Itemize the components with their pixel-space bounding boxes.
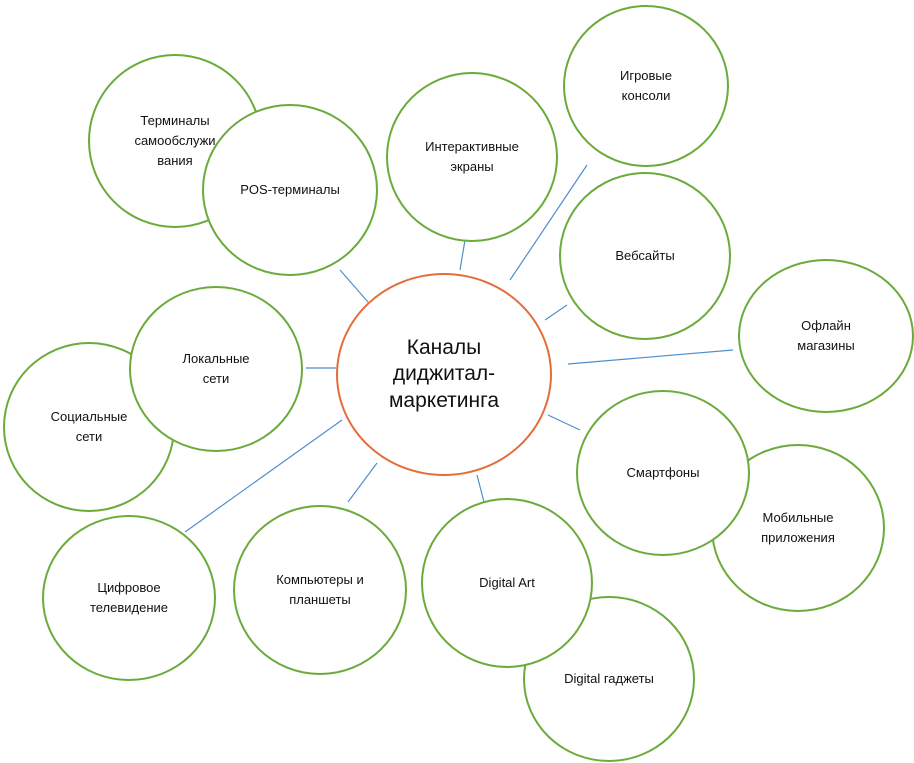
node-smartphones-label: Смартфоны — [626, 464, 700, 480]
connector-consoles — [509, 164, 588, 281]
center-node-label: Каналы диджитал- маркетинга — [388, 336, 500, 412]
node-local: Локальные сети — [129, 286, 303, 452]
node-offline: Офлайн магазины — [738, 259, 914, 413]
node-pos-label: POS-терминалы — [240, 181, 340, 197]
connector-computers — [347, 462, 378, 503]
node-terminals-label: Терминалы самообслужи вания — [134, 112, 216, 169]
connector-digitalart — [476, 474, 485, 503]
center-node: Каналы диджитал- маркетинга — [336, 273, 552, 476]
node-pos: POS-терминалы — [202, 104, 378, 276]
node-gadgets-label: Digital гаджеты — [564, 670, 654, 686]
node-websites-label: Вебсайты — [615, 247, 675, 263]
connector-digitaltv — [184, 419, 343, 533]
connector-websites — [544, 304, 568, 321]
connector-smartphones — [547, 414, 581, 431]
node-consoles-label: Игровые консоли — [619, 67, 673, 103]
node-digitaltv-label: Цифровое телевидение — [89, 579, 169, 615]
node-smartphones: Смартфоны — [576, 390, 750, 556]
connector-pos — [339, 269, 369, 303]
node-digitalart: Digital Art — [421, 498, 593, 668]
node-computers: Компьютеры и планшеты — [233, 505, 407, 675]
node-digitaltv: Цифровое телевидение — [42, 515, 216, 681]
node-computers-label: Компьютеры и планшеты — [276, 571, 364, 607]
node-interactive: Интерактивные экраны — [386, 72, 558, 242]
node-interactive-label: Интерактивные экраны — [425, 138, 519, 174]
node-mobileapps-label: Мобильные приложения — [761, 509, 835, 545]
node-local-label: Локальные сети — [182, 350, 250, 386]
node-offline-label: Офлайн магазины — [797, 317, 855, 353]
node-consoles: Игровые консоли — [563, 5, 729, 167]
node-websites: Вебсайты — [559, 172, 731, 340]
connector-offline — [567, 349, 734, 365]
connector-interactive — [459, 239, 466, 271]
node-digitalart-label: Digital Art — [479, 574, 535, 590]
node-social-label: Социальные сети — [50, 408, 128, 444]
